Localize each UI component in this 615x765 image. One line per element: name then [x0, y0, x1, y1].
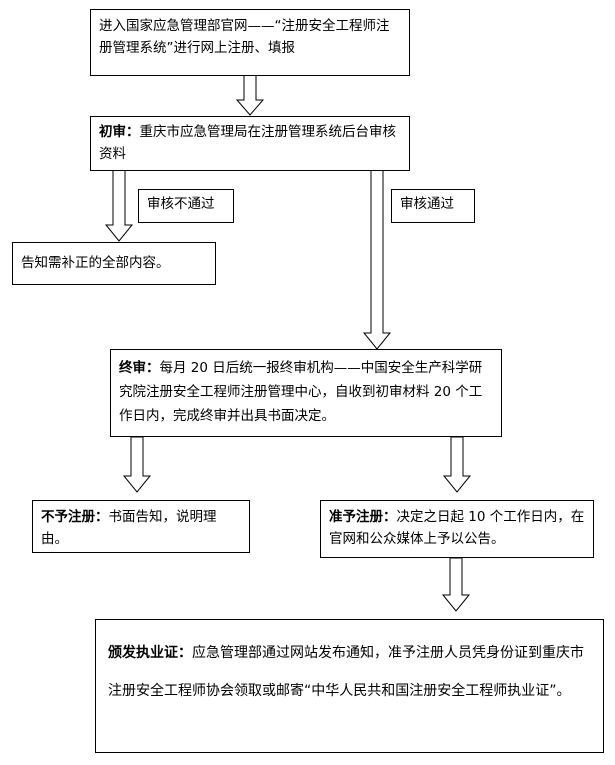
arrow-initial-to-supplement	[104, 169, 134, 242]
step-initial-review-text: 重庆市应急管理局在注册管理系统后台审核资料	[99, 124, 396, 162]
step-reject: 不予注册：书面告知，说明理由。	[32, 500, 250, 553]
edge-label-pass: 审核通过	[391, 189, 475, 223]
step-register-text: 进入国家应急管理部官网——“注册安全工程师注册管理系统”进行网上注册、填报	[99, 18, 390, 56]
step-approve: 准予注册：决定之日起 10 个工作日内，在官网和公众媒体上予以公告。	[320, 500, 594, 558]
step-final-review: 终审：每月 20 日后统一报终审机构——中国安全生产科学研究院注册安全工程师注册…	[110, 349, 502, 437]
step-register: 进入国家应急管理部官网——“注册安全工程师注册管理系统”进行网上注册、填报	[90, 9, 410, 76]
step-license: 颁发执业证：应急管理部通过网站发布通知，准予注册人员凭身份证到重庆市注册安全工程…	[95, 619, 604, 753]
step-reject-label: 不予注册	[41, 509, 95, 525]
edge-label-fail: 审核不通过	[138, 189, 234, 223]
step-approve-text: 决定之日起 10 个工作日内，在官网和公众媒体上予以公告。	[329, 509, 585, 547]
step-license-text: 应急管理部通过网站发布通知，准予注册人员凭身份证到重庆市注册安全工程师协会领取或…	[108, 645, 584, 699]
step-reject-text: 书面告知，说明理由。	[41, 509, 217, 547]
step-approve-label: 准予注册	[329, 509, 383, 525]
arrow-final-to-reject	[122, 436, 152, 493]
step-final-review-label: 终审	[119, 360, 146, 376]
step-final-review-text: 每月 20 日后统一报终审机构——中国安全生产科学研究院注册安全工程师注册管理中…	[119, 360, 483, 424]
step-initial-review: 初审：重庆市应急管理局在注册管理系统后台审核资料	[90, 116, 410, 171]
step-supplement-text: 告知需补正的全部内容。	[21, 255, 170, 271]
arrow-final-to-approve	[442, 436, 472, 493]
arrow-register-to-initial	[235, 74, 265, 116]
step-initial-review-label: 初审	[99, 124, 126, 140]
step-license-label: 颁发执业证	[108, 645, 178, 661]
step-supplement: 告知需补正的全部内容。	[12, 242, 216, 285]
arrow-initial-to-final	[362, 169, 392, 350]
arrow-approve-to-license	[441, 557, 471, 612]
